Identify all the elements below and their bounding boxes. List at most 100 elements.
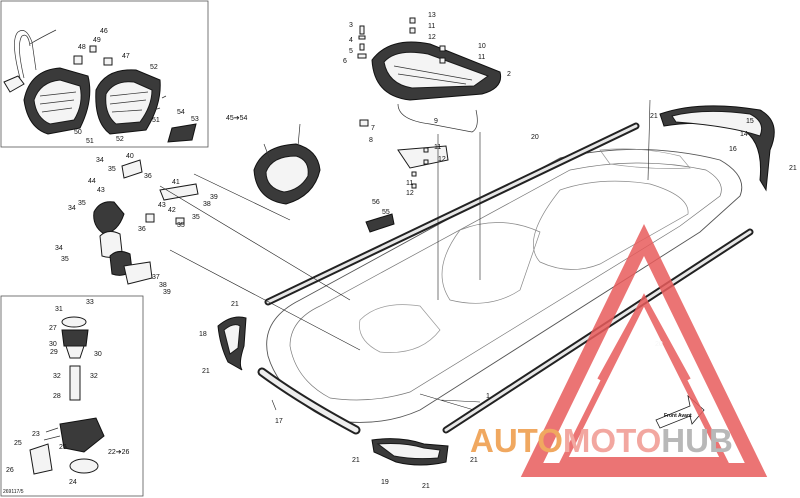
callout: 4 <box>349 37 353 44</box>
callout: 36 <box>144 173 152 180</box>
filler-housing-part <box>59 417 105 453</box>
callout: 51 <box>86 138 94 145</box>
callout: 56 <box>372 199 380 206</box>
front-arrow-label: Front Avant <box>664 413 692 419</box>
callout: 53 <box>191 116 199 123</box>
callout: 55 <box>382 209 390 216</box>
watermark-text: AUTOMOTOHUB <box>470 422 733 459</box>
steering-parts <box>93 159 199 285</box>
callout: 21 <box>470 457 478 464</box>
callout: 19 <box>381 479 389 486</box>
callout: 39 <box>163 289 171 296</box>
callout: 12 <box>438 156 446 163</box>
cover-plate-part <box>167 123 197 143</box>
callout: 51 <box>152 117 160 124</box>
callout: 35 <box>192 214 200 221</box>
callout: 2 <box>507 71 511 78</box>
callout: 21 <box>202 368 210 375</box>
fastener-stack <box>357 17 446 189</box>
callout: 23 <box>32 431 40 438</box>
callout: 48 <box>78 44 86 51</box>
callout: 12 <box>406 190 414 197</box>
inset-storage-box <box>0 0 209 148</box>
callout: 27 <box>49 325 57 332</box>
callout: 47 <box>122 53 130 60</box>
callout: 35 <box>78 200 86 207</box>
handle-clip-part <box>365 213 395 233</box>
callout: 21 <box>789 165 797 172</box>
callout: 6 <box>343 58 347 65</box>
callout: 21 <box>650 113 658 120</box>
callout: 41 <box>172 179 180 186</box>
callout: 15 <box>746 118 754 125</box>
callout: 24 <box>69 479 77 486</box>
callout: 11 <box>434 144 441 151</box>
callout: 39 <box>210 194 218 201</box>
callout: 44 <box>88 178 96 185</box>
callout: 38 <box>159 282 167 289</box>
filler-tube-part <box>69 365 81 401</box>
seat-assembly <box>357 17 502 189</box>
callout: 25 <box>59 444 67 451</box>
callout: 5 <box>349 48 353 55</box>
callout: 52 <box>150 64 158 71</box>
callout: 10 <box>478 43 486 50</box>
callout: 28 <box>53 393 61 400</box>
callout: 11 <box>406 180 413 187</box>
callout: 30 <box>49 341 57 348</box>
callout: 9 <box>434 118 438 125</box>
callout: 31 <box>55 306 63 313</box>
clip-part <box>73 55 83 65</box>
callout: 3 <box>349 22 353 29</box>
callout: 34 <box>96 157 104 164</box>
callout: 34 <box>68 205 76 212</box>
callout: 40 <box>126 153 134 160</box>
callout: 22➔26 <box>108 449 130 456</box>
callout: 29 <box>50 349 58 356</box>
filler-cap-part <box>61 316 87 328</box>
triangle-logo-icon <box>520 224 768 477</box>
inset-filler-box <box>0 295 144 497</box>
callout: 35 <box>61 256 69 263</box>
callout: 21 <box>352 457 360 464</box>
callout: 35 <box>108 166 116 173</box>
callout: 11 <box>428 23 435 30</box>
hull-deck: Front Avant <box>159 99 775 466</box>
watermark-logo <box>520 224 768 477</box>
clamp-part <box>123 261 153 285</box>
callout: 45➔54 <box>226 115 248 122</box>
latch-plate-part <box>397 145 449 169</box>
callout: 42 <box>168 207 176 214</box>
document-code: 269117/5 <box>3 489 24 495</box>
callout: 26 <box>6 467 14 474</box>
filler-neck-part <box>61 329 89 347</box>
callout: 30 <box>94 351 102 358</box>
callout: 18 <box>199 331 207 338</box>
callout: 21 <box>231 301 239 308</box>
callout: 43 <box>97 187 105 194</box>
callout: 54 <box>177 109 185 116</box>
callout: 32 <box>53 373 61 380</box>
callout: 13 <box>428 12 436 19</box>
callout: 46 <box>100 28 108 35</box>
callout: 11 <box>478 54 485 61</box>
callout: 8 <box>369 137 373 144</box>
callout: 16 <box>729 146 737 153</box>
cushion-pad-part <box>3 75 25 93</box>
rear-handle-assembly <box>253 123 395 233</box>
callout: 43 <box>158 202 166 209</box>
callout: 32 <box>90 373 98 380</box>
callout: 34 <box>55 245 63 252</box>
bracket-upper-part <box>93 201 125 235</box>
callout: 37 <box>152 274 160 281</box>
callout: 52 <box>116 136 124 143</box>
callout: 14 <box>740 131 748 138</box>
callout: 7 <box>371 125 375 132</box>
callout: 49 <box>93 37 101 44</box>
plate-part <box>159 183 199 201</box>
grab-handle-part <box>14 30 37 79</box>
callout: 12 <box>428 34 436 41</box>
callout: 21 <box>422 483 430 490</box>
callout: 33 <box>86 299 94 306</box>
